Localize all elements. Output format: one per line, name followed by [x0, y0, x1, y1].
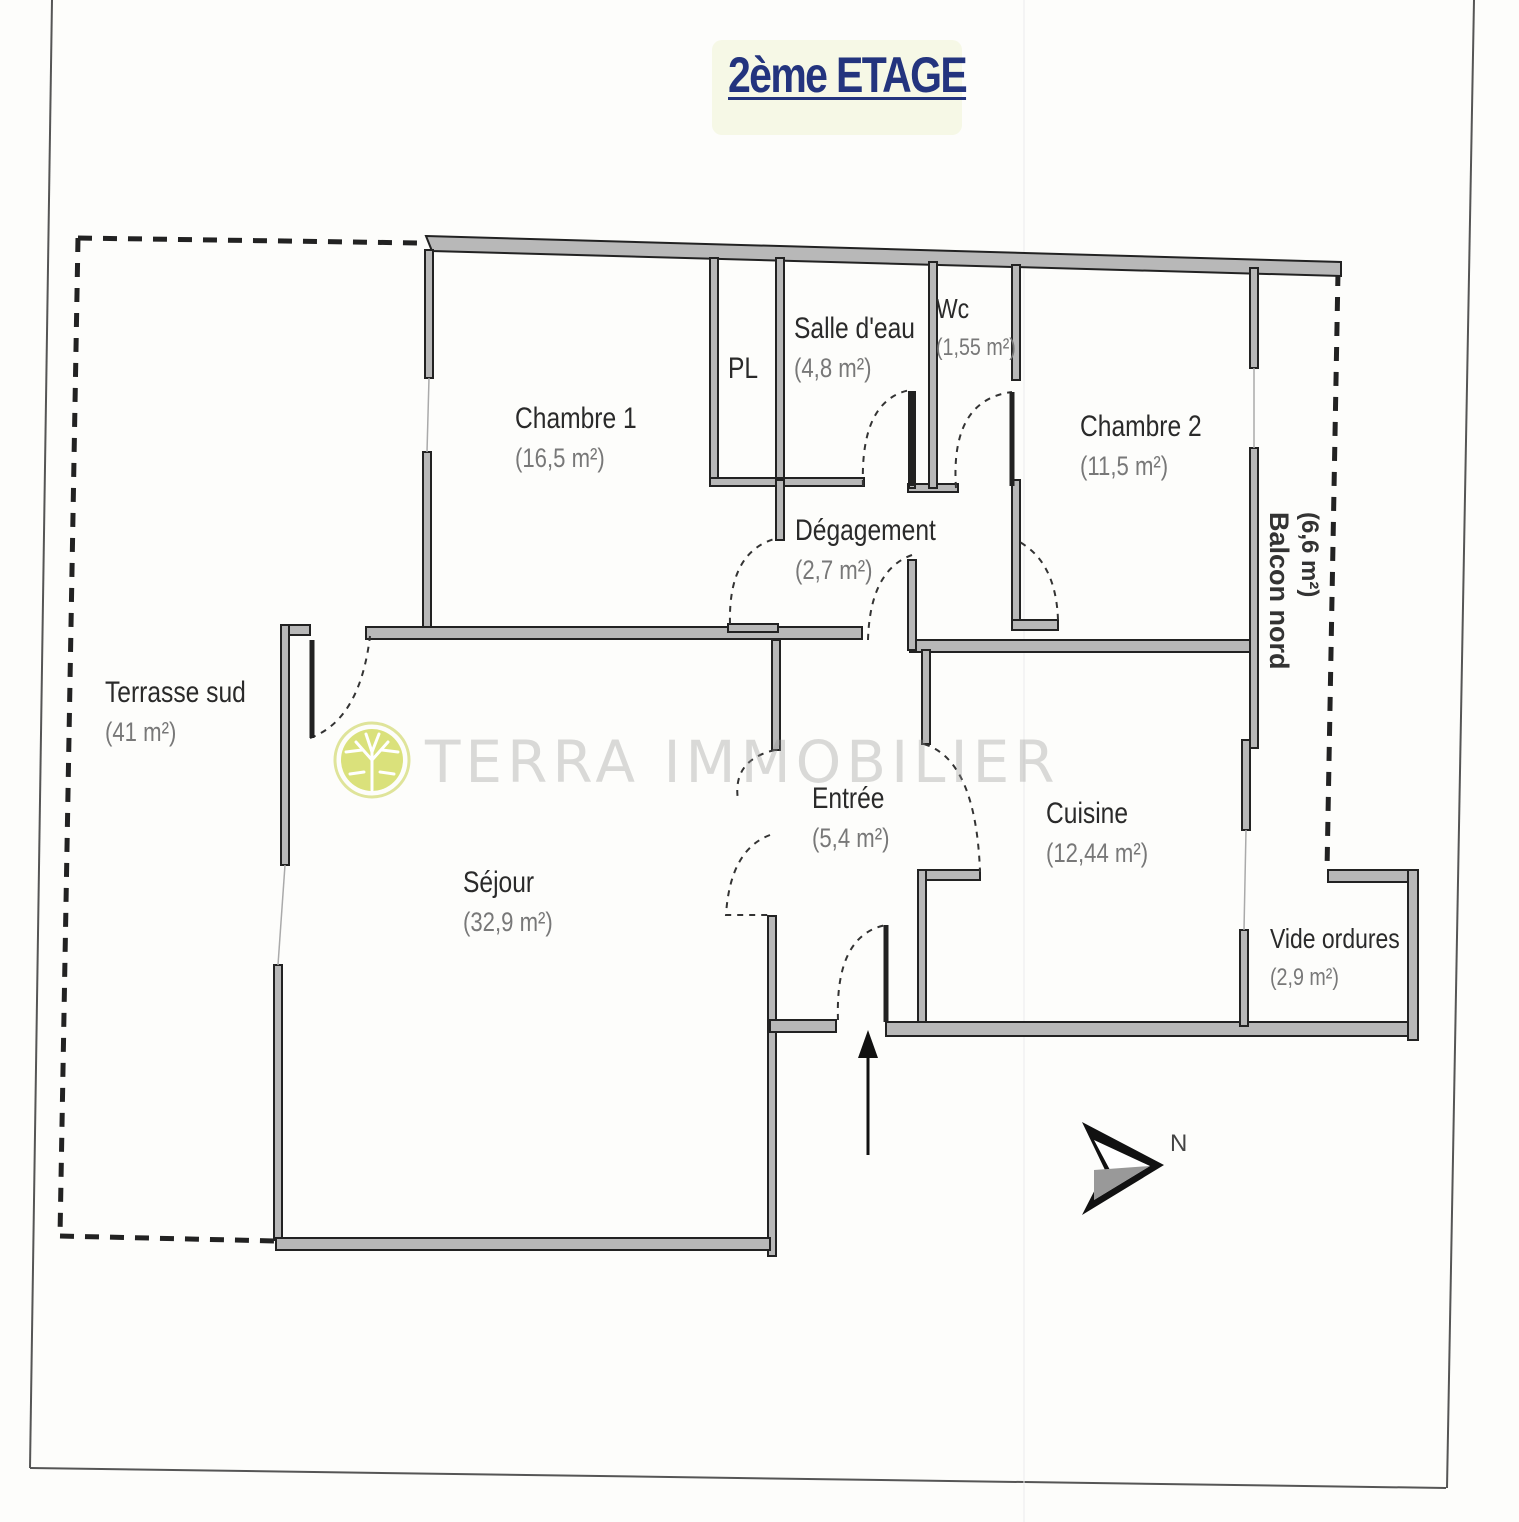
north-arrow-icon — [1082, 1122, 1164, 1215]
room-area: (32,9 m²) — [463, 907, 553, 937]
room-chambre-2: Chambre 2 (11,5 m²) — [1080, 410, 1202, 482]
room-area: (41 m²) — [105, 717, 177, 747]
room-area: (16,5 m²) — [515, 443, 605, 473]
room-vide-ordures: Vide ordures (2,9 m²) — [1270, 922, 1400, 994]
room-area: (2,7 m²) — [795, 555, 873, 585]
room-cuisine: Cuisine (12,44 m²) — [1046, 797, 1148, 869]
room-name: Terrasse sud — [105, 676, 246, 709]
room-name: Salle d'eau — [794, 312, 915, 345]
room-area: (5,4 m²) — [812, 823, 890, 853]
room-pl: PL — [728, 352, 758, 386]
room-name: Balcon nord — [1264, 512, 1294, 670]
windows — [277, 368, 1255, 966]
room-area: (2,9 m²) — [1270, 964, 1339, 991]
floor-title: 2ème ETAGE — [728, 47, 968, 103]
room-name: Wc — [936, 293, 970, 324]
room-wc: Wc (1,55 m²) — [936, 292, 1016, 364]
watermark-text: TERRA IMMOBILIER — [425, 728, 1060, 796]
room-name: Dégagement — [795, 514, 936, 547]
room-area: (11,5 m²) — [1080, 451, 1169, 481]
door-leaves — [309, 392, 1015, 1022]
tree-icon — [333, 721, 411, 799]
room-area: (4,8 m²) — [794, 353, 872, 383]
room-area: (12,44 m²) — [1046, 838, 1149, 868]
walls — [273, 234, 1419, 1257]
room-name: Chambre 2 — [1080, 410, 1202, 443]
room-name: PL — [728, 352, 759, 385]
room-terrasse-sud: Terrasse sud (41 m²) — [105, 676, 246, 748]
room-sejour: Séjour (32,9 m²) — [463, 866, 553, 938]
terrace-outline — [57, 235, 421, 1244]
room-degagement: Dégagement (2,7 m²) — [795, 514, 936, 586]
room-name: Chambre 1 — [515, 402, 637, 435]
compass-label: N — [1170, 1130, 1188, 1157]
room-area: (1,55 m²) — [936, 334, 1016, 361]
balcony-outline — [1324, 271, 1341, 871]
room-area: (6,6 m²) — [1296, 512, 1323, 598]
room-name: Entrée — [812, 782, 885, 815]
room-chambre-1: Chambre 1 (16,5 m²) — [515, 402, 637, 474]
entrance-arrow — [858, 1030, 878, 1155]
room-name: Cuisine — [1046, 797, 1129, 830]
room-balcon-nord: (6,6 m²) Balcon nord — [1264, 512, 1324, 670]
room-name: Vide ordures — [1270, 923, 1400, 954]
door-swings — [309, 389, 1059, 1021]
room-name: Séjour — [463, 866, 535, 899]
room-salle-d-eau: Salle d'eau (4,8 m²) — [794, 312, 915, 384]
room-entree: Entrée (5,4 m²) — [812, 782, 889, 854]
title-highlight — [712, 40, 962, 135]
